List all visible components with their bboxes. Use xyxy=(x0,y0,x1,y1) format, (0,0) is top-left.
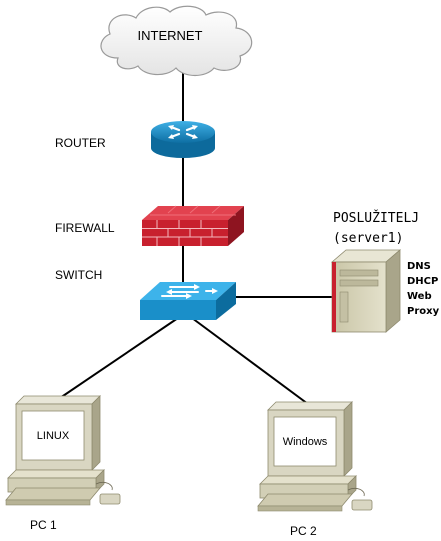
desktop-computer-icon xyxy=(5,395,121,506)
service-web: Web xyxy=(407,291,432,302)
cloud-icon xyxy=(100,5,253,77)
service-proxy: Proxy xyxy=(407,306,440,317)
server-title: POSLUŽITELJ xyxy=(333,210,419,226)
switch-icon xyxy=(140,282,236,320)
pc2-screen-text: Windows xyxy=(283,436,328,448)
server-services: DNS DHCP Web Proxy xyxy=(407,261,440,317)
pc2-computer: Windows xyxy=(257,401,373,512)
pc1-label: PC 1 xyxy=(30,518,57,532)
internet-label: INTERNET xyxy=(138,28,203,43)
firewall-label: FIREWALL xyxy=(55,221,115,235)
link-switch-pc2 xyxy=(191,317,309,405)
desktop-computer-icon xyxy=(257,401,373,512)
server-subtitle: (server1) xyxy=(333,231,403,246)
pc1-screen-text: LINUX xyxy=(37,430,70,442)
firewall-icon xyxy=(142,205,244,246)
server-tower-icon xyxy=(330,249,402,333)
service-dns: DNS xyxy=(407,261,431,272)
pc1-computer: LINUX xyxy=(5,395,121,506)
router-icon xyxy=(151,121,215,158)
connection-lines xyxy=(59,70,332,405)
pc2-label: PC 2 xyxy=(290,524,317,538)
switch-label: SWITCH xyxy=(55,268,102,282)
router-label: ROUTER xyxy=(55,136,106,150)
service-dhcp: DHCP xyxy=(407,276,438,287)
link-switch-pc1 xyxy=(59,317,179,399)
internet-cloud: INTERNET xyxy=(100,5,253,77)
